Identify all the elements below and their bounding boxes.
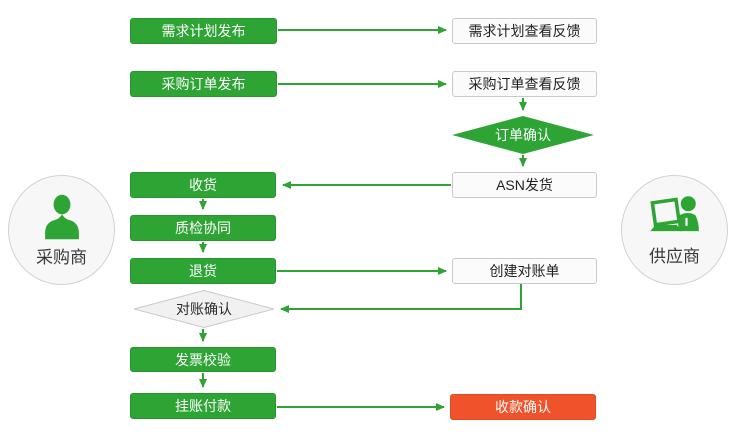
node-label: 订单确认 xyxy=(495,127,551,143)
node-po-feedback: 采购订单查看反馈 xyxy=(452,71,597,97)
person-icon xyxy=(44,194,79,239)
node-label: 对账确认 xyxy=(176,301,232,317)
node-demand-plan-feedback: 需求计划查看反馈 xyxy=(452,18,597,44)
node-receive-goods: 收货 xyxy=(130,172,276,198)
node-label: 创建对账单 xyxy=(489,263,560,279)
node-payment-confirm: 收款确认 xyxy=(450,394,596,420)
node-label: 收款确认 xyxy=(495,399,551,415)
node-label: 质检协同 xyxy=(175,220,231,236)
node-label: 需求计划查看反馈 xyxy=(468,23,581,39)
diamond-shape xyxy=(452,116,594,154)
node-demand-plan-publish: 需求计划发布 xyxy=(130,18,277,44)
supplier-avatar: 供应商 xyxy=(621,175,728,285)
node-book-payment: 挂账付款 xyxy=(130,393,276,419)
node-label: 发票校验 xyxy=(175,351,231,368)
node-label: 退货 xyxy=(189,263,217,279)
node-invoice-verify: 发票校验 xyxy=(130,347,276,372)
node-label: 需求计划发布 xyxy=(161,23,246,39)
node-label: 挂账付款 xyxy=(175,398,231,414)
node-recon-confirm-decision: 对账确认 xyxy=(134,290,274,328)
buyer-label: 采购商 xyxy=(36,247,87,267)
person-laptop-icon xyxy=(649,195,699,231)
node-return-goods: 退货 xyxy=(130,258,276,284)
node-label: 采购订单查看反馈 xyxy=(468,76,581,92)
node-quality-collab: 质检协同 xyxy=(130,215,276,241)
node-asn-ship: ASN发货 xyxy=(452,172,597,198)
node-label: 采购订单发布 xyxy=(161,76,246,92)
supplier-label: 供应商 xyxy=(649,246,700,266)
node-create-statement: 创建对账单 xyxy=(452,258,597,284)
node-po-publish: 采购订单发布 xyxy=(130,71,277,97)
node-order-confirm-decision: 订单确认 xyxy=(452,116,594,154)
diamond-shape xyxy=(134,290,274,328)
node-label: ASN发货 xyxy=(496,177,553,193)
node-label: 收货 xyxy=(189,177,217,193)
buyer-avatar: 采购商 xyxy=(8,175,115,285)
